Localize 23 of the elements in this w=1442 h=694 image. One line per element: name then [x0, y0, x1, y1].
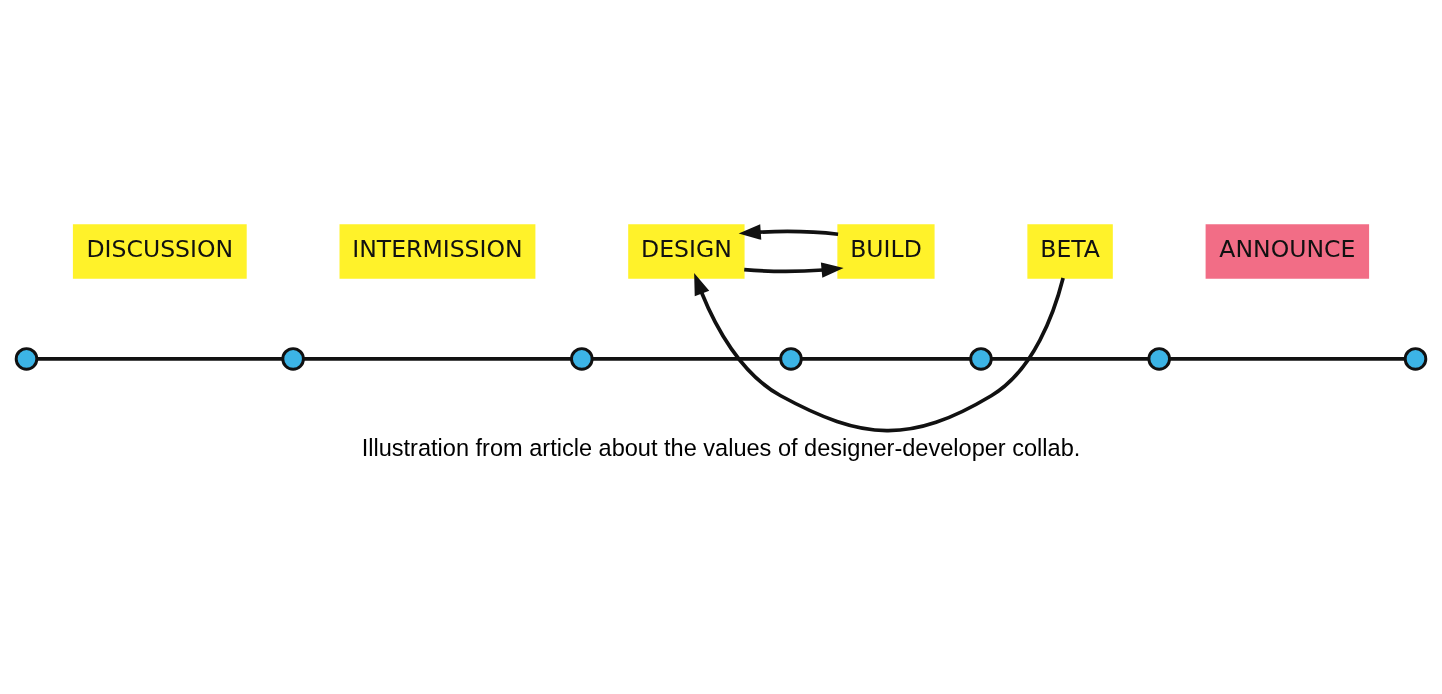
arrow [738, 224, 839, 240]
node-box: BETA [1027, 224, 1113, 279]
node-circle [570, 347, 594, 371]
node-box: INTERMISSION [339, 224, 536, 279]
node-circle [969, 347, 993, 371]
connector [1169, 357, 1405, 361]
node-circle [281, 347, 305, 371]
connector [37, 357, 283, 361]
arrow [694, 272, 1065, 433]
arrow [744, 262, 844, 278]
node-circle [14, 347, 39, 371]
node-box: ANNOUNCE [1205, 224, 1370, 279]
connector [592, 357, 781, 361]
node-box: BUILD [837, 224, 935, 279]
node-circle [1403, 347, 1428, 371]
node-circle [1147, 347, 1171, 371]
node-circle [779, 347, 803, 371]
connector [991, 357, 1149, 361]
node-box: DESIGN [628, 224, 745, 279]
connector [801, 357, 971, 361]
caption: Illustration from article about the values of designer-developer collab. [361, 434, 1081, 461]
connector [303, 357, 571, 361]
node-box: DISCUSSION [72, 224, 247, 279]
